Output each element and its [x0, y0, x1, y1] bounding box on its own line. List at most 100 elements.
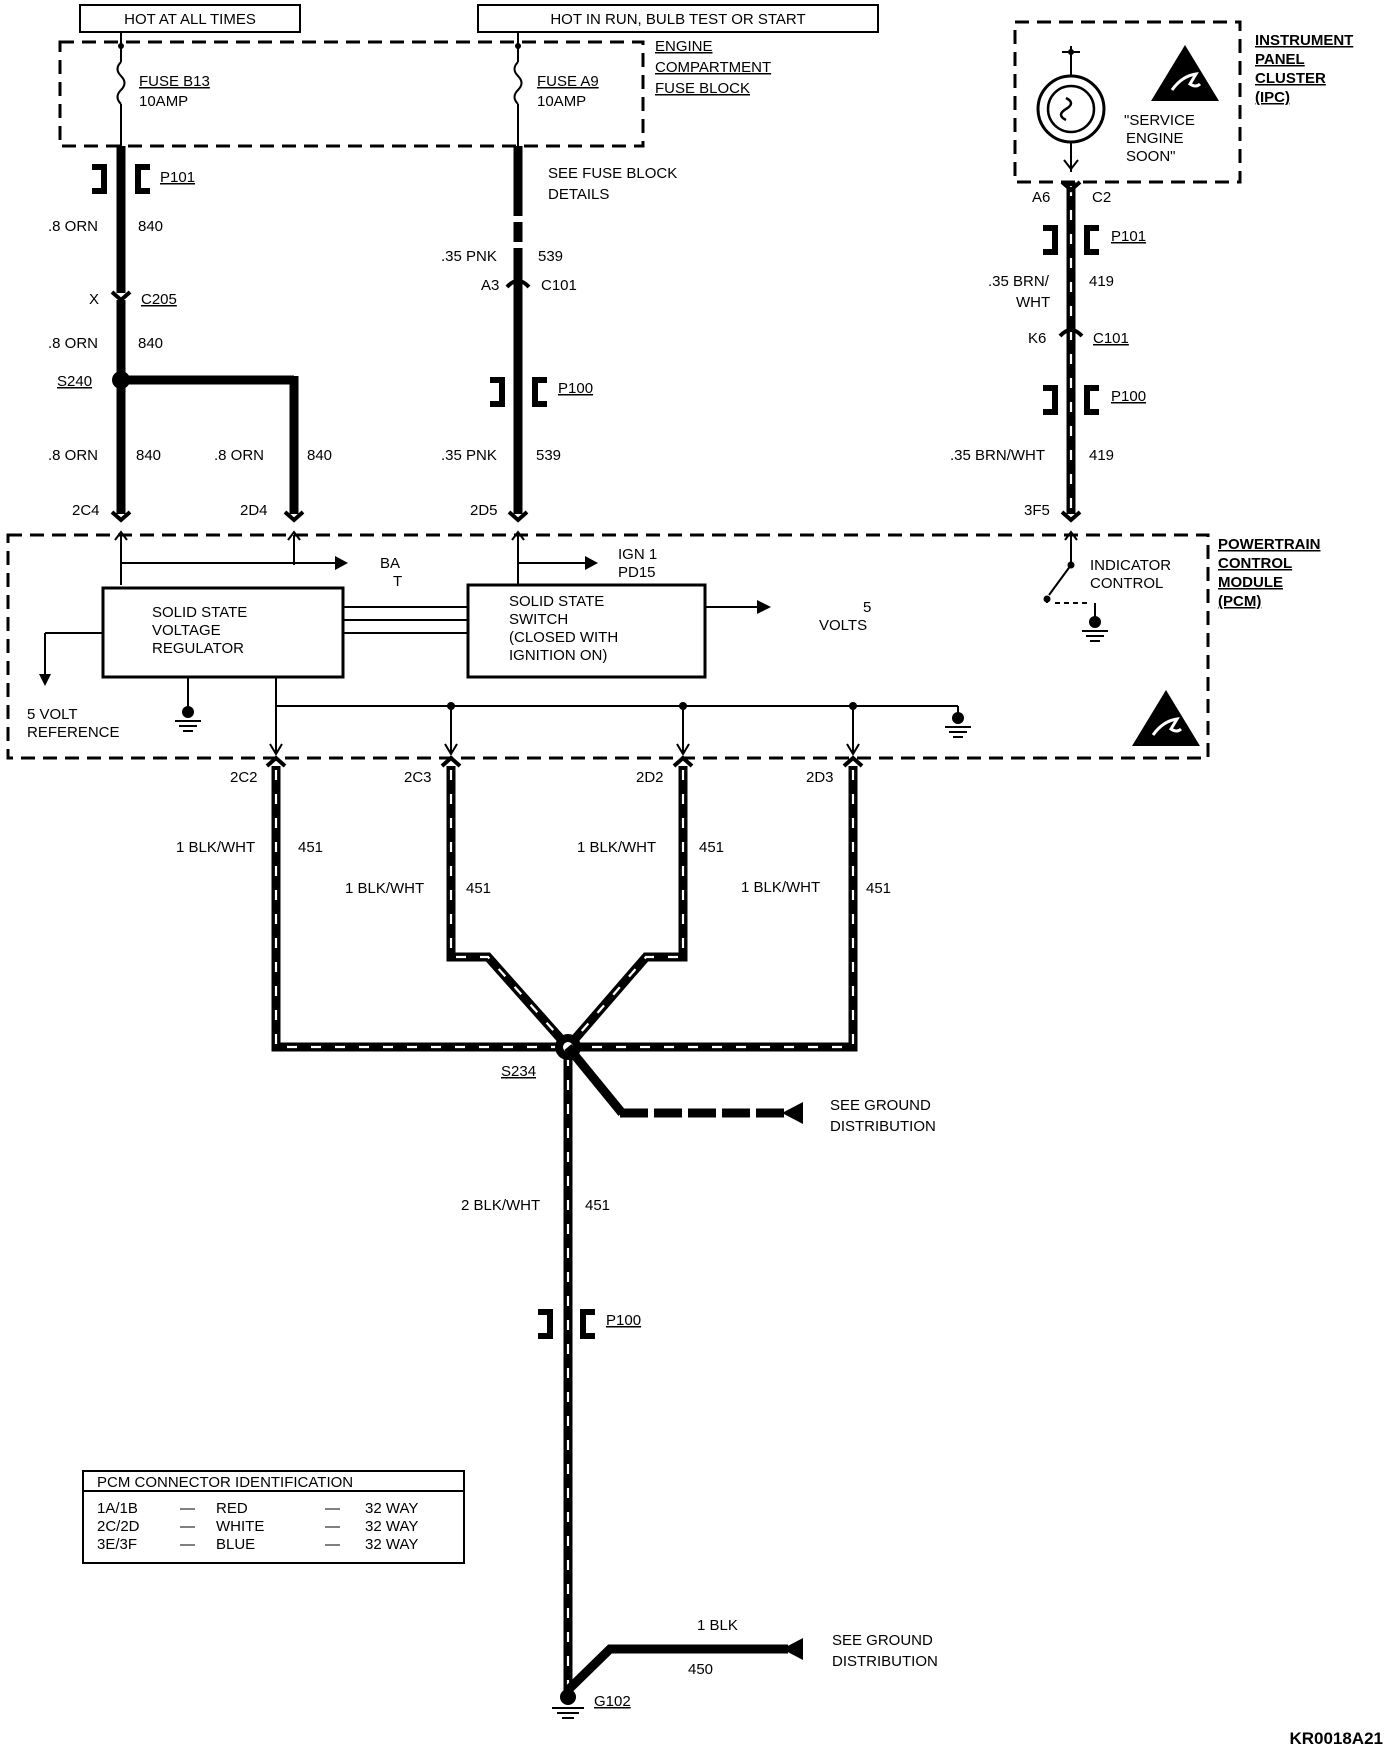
- p100-label-mid: P100: [558, 380, 593, 397]
- wire-450-circuit: 450: [688, 1661, 713, 1678]
- wire-840-circuit-3: 840: [136, 447, 161, 464]
- p100-bracket-right: [1043, 385, 1099, 415]
- regulator-line3: REGULATOR: [152, 640, 244, 657]
- fuse-b13-symbol: [116, 32, 126, 146]
- pin-3f5: 3F5: [1024, 502, 1050, 519]
- wire-840-gauge-2: .8 ORN: [48, 335, 98, 352]
- wire-539-gauge-1: .35 PNK: [441, 248, 497, 265]
- pcm-exit-connectors: [265, 755, 864, 768]
- pin-2c3: 2C3: [404, 769, 432, 786]
- switch-line1: SOLID STATE: [509, 593, 604, 610]
- see-ground-line1-b: SEE GROUND: [832, 1632, 933, 1649]
- fuse-block-outline: [58, 40, 645, 148]
- connector-table-row: 2C/2D — WHITE — 32 WAY: [97, 1518, 418, 1535]
- pcm-label-line1: POWERTRAIN: [1218, 536, 1321, 553]
- ipc-label-line3: CLUSTER: [1255, 70, 1326, 87]
- ipc-label-line4: (IPC): [1255, 89, 1290, 106]
- svg-text:32 WAY: 32 WAY: [365, 1536, 418, 1553]
- ipc-outline: [1013, 20, 1242, 184]
- ipc-lamp-icon: [1036, 46, 1106, 172]
- hot-in-run-label: HOT IN RUN, BULB TEST OR START: [550, 11, 805, 28]
- pin-2d4: 2D4: [240, 502, 268, 519]
- p100-bracket-bottom: [538, 1309, 595, 1339]
- indicator-line1: INDICATOR: [1090, 557, 1171, 574]
- wire-451-harness: [271, 766, 858, 1693]
- c205-pin: X: [89, 291, 99, 308]
- hot-in-run-box: [477, 4, 879, 33]
- fuse-a9-name: FUSE A9: [537, 73, 599, 90]
- indicator-line2: CONTROL: [1090, 575, 1163, 592]
- c101-pin-a3: A3: [481, 277, 499, 294]
- connector-table-title: PCM CONNECTOR IDENTIFICATION: [97, 1474, 353, 1491]
- five-volt-ref-line1: 5 VOLT: [27, 706, 78, 723]
- svg-text:3E/3F: 3E/3F: [97, 1536, 137, 1553]
- wire-451-circuit-2d2: 451: [699, 839, 724, 856]
- five-volts-line1: 5: [863, 599, 871, 616]
- svg-text:—: —: [180, 1518, 195, 1535]
- pcm-entry-connectors: [110, 510, 1082, 523]
- see-fuse-block-details-line1: SEE FUSE BLOCK: [548, 165, 677, 182]
- wire-840-circuit-4: 840: [307, 447, 332, 464]
- ipc-label-line2: PANEL: [1255, 51, 1305, 68]
- ground-distribution-tap-1: [564, 1044, 803, 1124]
- esd-warning-icon-pcm: [1132, 690, 1200, 746]
- g102-label: G102: [594, 1693, 631, 1710]
- wire-450-gauge: 1 BLK: [697, 1617, 738, 1634]
- pin-2c2: 2C2: [230, 769, 258, 786]
- wire-451-gauge-2d2: 1 BLK/WHT: [577, 839, 656, 856]
- fuse-block-label-line1: ENGINE: [655, 38, 713, 55]
- p100-label-right: P100: [1111, 388, 1146, 405]
- wire-419-gauge-a: .35 BRN/: [988, 273, 1050, 290]
- pin-2d5: 2D5: [470, 502, 498, 519]
- hot-at-all-times-box: [79, 4, 301, 33]
- wire-451-gauge-2d3: 1 BLK/WHT: [741, 879, 820, 896]
- wire-840-gauge-1: .8 ORN: [48, 218, 98, 235]
- wire-451-circuit-2d3: 451: [866, 880, 891, 897]
- wire-840: [116, 146, 299, 514]
- svg-text:2C/2D: 2C/2D: [97, 1518, 140, 1535]
- regulator-line1: SOLID STATE: [152, 604, 247, 621]
- esd-warning-icon-ipc: [1151, 45, 1219, 101]
- c205-connector: [110, 290, 132, 303]
- ign-label-line1: IGN 1: [618, 546, 657, 563]
- wire-840-gauge-4: .8 ORN: [214, 447, 264, 464]
- s240-label: S240: [57, 373, 92, 390]
- fuse-b13-name: FUSE B13: [139, 73, 210, 90]
- ipc-lamp-text-line1: "SERVICE: [1124, 112, 1195, 129]
- wire-451-gauge-2c3: 1 BLK/WHT: [345, 880, 424, 897]
- c101-connector-right: [1058, 328, 1084, 338]
- solid-state-switch-box: [466, 583, 707, 679]
- switch-line4: IGNITION ON): [509, 647, 607, 664]
- regulator-line2: VOLTAGE: [152, 622, 221, 639]
- p100-bracket-mid: [490, 377, 547, 407]
- pin-2c4: 2C4: [72, 502, 100, 519]
- svg-text:—: —: [325, 1536, 340, 1553]
- wire-539-circuit-2: 539: [536, 447, 561, 464]
- ign-label-line2: PD15: [618, 564, 656, 581]
- fuse-a9-rating: 10AMP: [537, 93, 586, 110]
- svg-text:—: —: [180, 1500, 195, 1517]
- wire-419-circuit-2: 419: [1089, 447, 1114, 464]
- p101-label-left: P101: [160, 169, 195, 186]
- voltage-regulator-box: [101, 586, 345, 679]
- fuse-block-label-line3: FUSE BLOCK: [655, 80, 750, 97]
- pin-2d3: 2D3: [806, 769, 834, 786]
- s234-label: S234: [501, 1063, 536, 1080]
- pcm-outline: [6, 533, 1210, 760]
- connector-table-row: 3E/3F — BLUE — 32 WAY: [97, 1536, 418, 1553]
- s240-splice: [112, 371, 130, 389]
- pcm-internal-wiring: [39, 530, 1108, 756]
- ipc-pin-c2: C2: [1092, 189, 1111, 206]
- c2-connector: [1060, 180, 1082, 193]
- svg-text:RED: RED: [216, 1500, 248, 1517]
- wire-419-gauge-b: WHT: [1016, 294, 1050, 311]
- c101-label-mid: C101: [541, 277, 577, 294]
- pin-2d2: 2D2: [636, 769, 664, 786]
- see-fuse-block-details-line2: DETAILS: [548, 186, 609, 203]
- connector-table-box: [82, 1470, 465, 1564]
- five-volt-ref-line2: REFERENCE: [27, 724, 120, 741]
- wire-539-circuit-1: 539: [538, 248, 563, 265]
- wire-451-circuit-2c2: 451: [298, 839, 323, 856]
- c101-connector-mid: [505, 279, 531, 289]
